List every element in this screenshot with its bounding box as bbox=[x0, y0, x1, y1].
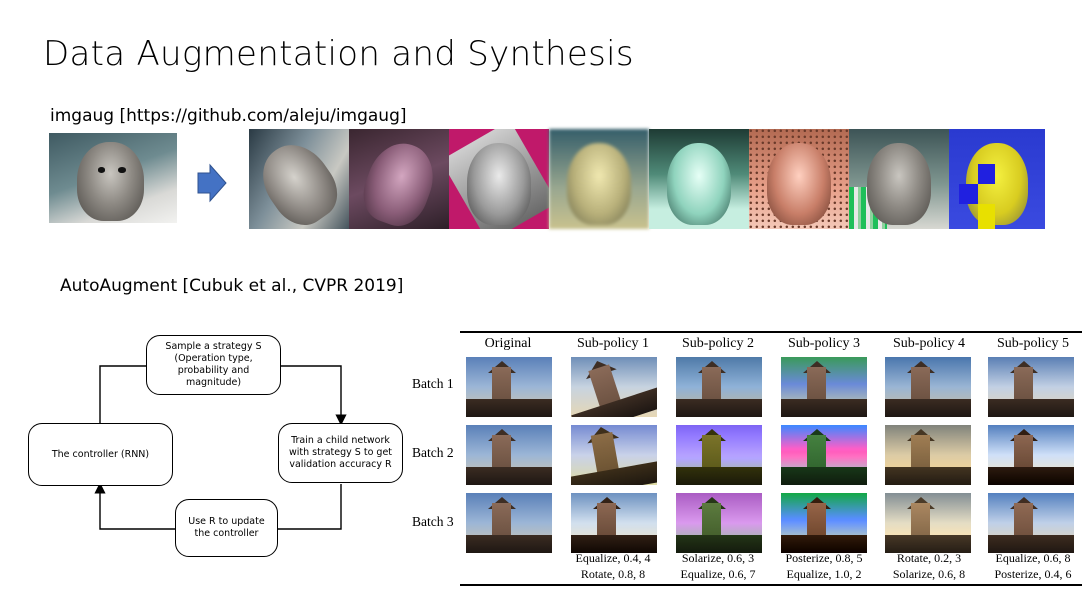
augmented-images-strip bbox=[249, 129, 1045, 229]
caption-line-2: Equalize, 0.6, 7 bbox=[680, 567, 756, 581]
row-header-batch-2: Batch 2 bbox=[412, 445, 454, 460]
church-image-cell bbox=[676, 357, 762, 417]
autoaugment-table: Original Sub-policy 1 Sub-policy 2 Sub-p… bbox=[412, 331, 1083, 586]
church-image-cell bbox=[988, 357, 1074, 417]
augmented-image-8 bbox=[949, 129, 1045, 229]
table-top-rule bbox=[460, 331, 1082, 333]
train-child-network-node: Train a child network with strategy S to… bbox=[278, 423, 403, 483]
church-image-cell bbox=[885, 357, 971, 417]
caption-sub-policy-5: Equalize, 0.6, 8 Posterize, 0.4, 6 bbox=[983, 550, 1083, 582]
caption-line-1: Solarize, 0.6, 3 bbox=[681, 551, 755, 565]
arrow-right-icon bbox=[197, 163, 227, 203]
augmented-image-5 bbox=[649, 129, 749, 229]
church-image-cell bbox=[571, 493, 657, 553]
church-image-cell bbox=[885, 493, 971, 553]
column-header-sub-policy-5: Sub-policy 5 bbox=[997, 336, 1069, 351]
caption-sub-policy-1: Equalize, 0.4, 4 Rotate, 0.8, 8 bbox=[563, 550, 663, 582]
sample-strategy-node: Sample a strategy S (Operation type, pro… bbox=[146, 335, 281, 395]
column-header-sub-policy-3: Sub-policy 3 bbox=[788, 336, 860, 351]
column-header-sub-policy-4: Sub-policy 4 bbox=[893, 336, 965, 351]
row-header-batch-1: Batch 1 bbox=[412, 376, 454, 391]
autoaugment-label: AutoAugment [Cubuk et al., CVPR 2019] bbox=[60, 276, 404, 296]
augmented-image-3 bbox=[449, 129, 549, 229]
imgaug-label: imgaug [https://github.com/aleju/imgaug] bbox=[50, 106, 407, 126]
caption-line-2: Equalize, 1.0, 2 bbox=[786, 567, 862, 581]
update-controller-node: Use R to update the controller bbox=[175, 499, 278, 557]
caption-line-2: Solarize, 0.6, 8 bbox=[892, 567, 966, 581]
slide-title: Data Augmentation and Synthesis bbox=[43, 34, 634, 74]
caption-sub-policy-3: Posterize, 0.8, 5 Equalize, 1.0, 2 bbox=[774, 550, 874, 582]
church-image-cell bbox=[988, 493, 1074, 553]
quokka-original-image bbox=[49, 133, 177, 223]
augmented-image-1 bbox=[249, 129, 349, 229]
augmented-image-6 bbox=[749, 129, 849, 229]
church-image-cell bbox=[988, 425, 1074, 485]
caption-sub-policy-4: Rotate, 0.2, 3 Solarize, 0.6, 8 bbox=[879, 550, 979, 582]
caption-line-2: Posterize, 0.4, 6 bbox=[994, 567, 1072, 581]
church-image-cell bbox=[676, 493, 762, 553]
column-header-sub-policy-2: Sub-policy 2 bbox=[682, 336, 754, 351]
row-header-batch-3: Batch 3 bbox=[412, 514, 454, 529]
caption-line-1: Posterize, 0.8, 5 bbox=[785, 551, 863, 565]
church-image-cell bbox=[885, 425, 971, 485]
church-image-cell bbox=[571, 357, 657, 417]
church-image-cell bbox=[781, 493, 867, 553]
church-image-cell bbox=[571, 425, 657, 485]
church-image-cell bbox=[676, 425, 762, 485]
caption-line-1: Equalize, 0.4, 4 bbox=[575, 551, 651, 565]
caption-line-1: Rotate, 0.2, 3 bbox=[896, 551, 962, 565]
church-image-cell bbox=[466, 493, 552, 553]
caption-line-1: Equalize, 0.6, 8 bbox=[995, 551, 1071, 565]
augmented-image-7 bbox=[849, 129, 949, 229]
flow-connectors bbox=[94, 365, 347, 530]
caption-line-2: Rotate, 0.8, 8 bbox=[580, 567, 646, 581]
column-header-original: Original bbox=[484, 336, 532, 351]
column-header-sub-policy-1: Sub-policy 1 bbox=[577, 336, 649, 351]
church-image-cell bbox=[781, 357, 867, 417]
controller-rnn-node: The controller (RNN) bbox=[28, 423, 173, 486]
table-bottom-rule bbox=[460, 584, 1082, 586]
augmented-image-2 bbox=[349, 129, 449, 229]
church-image-cell bbox=[781, 425, 867, 485]
church-image-cell bbox=[466, 425, 552, 485]
caption-sub-policy-2: Solarize, 0.6, 3 Equalize, 0.6, 7 bbox=[668, 550, 768, 582]
church-image-cell bbox=[466, 357, 552, 417]
augmented-image-4 bbox=[549, 129, 649, 229]
